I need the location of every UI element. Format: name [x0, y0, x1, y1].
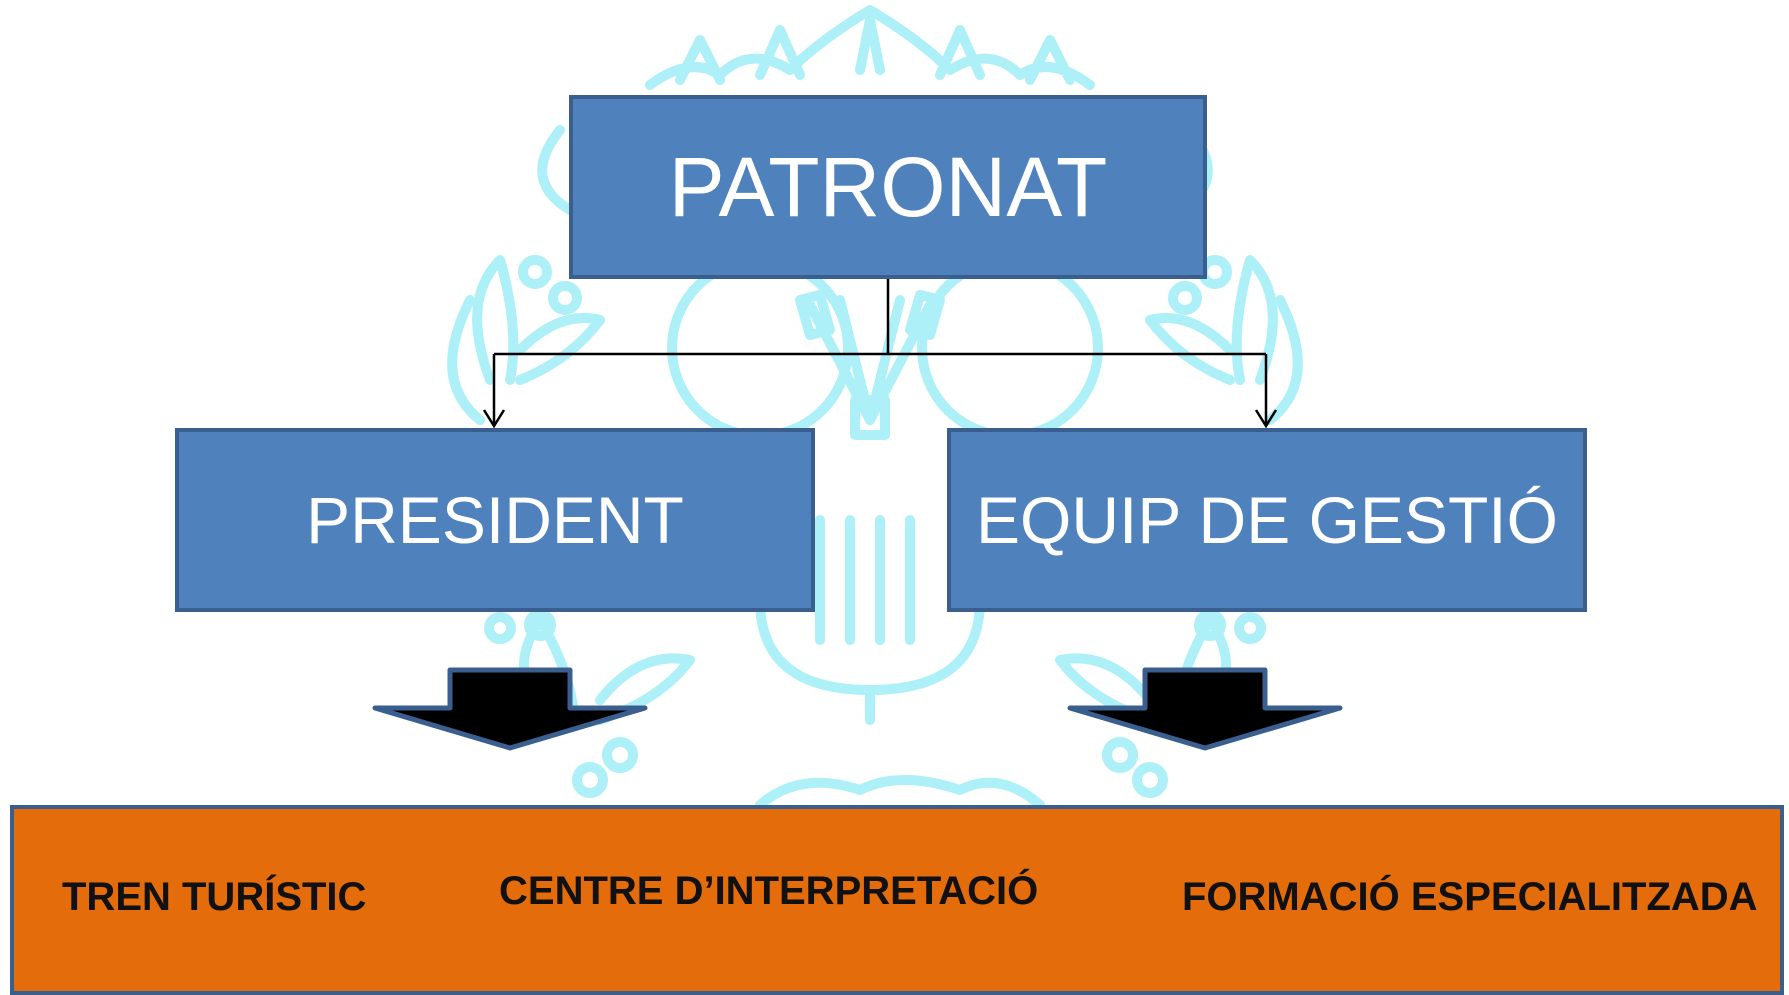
equip-de-gestio-label: EQUIP DE GESTIÓ [976, 483, 1558, 557]
arrowhead-equip [1254, 409, 1278, 429]
president-box: PRESIDENT [175, 428, 815, 612]
patronat-label: PATRONAT [668, 139, 1108, 234]
services-bar: TREN TURÍSTIC CENTRE D’INTERPRETACIÓ FOR… [10, 805, 1784, 995]
block-arrow-down-icon [1067, 667, 1343, 751]
president-label: PRESIDENT [306, 483, 684, 557]
service-tren-turistic: TREN TURÍSTIC [62, 875, 367, 919]
service-formacio-especialitzada: FORMACIÓ ESPECIALITZADA [1182, 875, 1758, 919]
arrowhead-president [482, 409, 506, 429]
block-arrow-down-icon [372, 667, 648, 751]
equip-de-gestio-box: EQUIP DE GESTIÓ [947, 428, 1587, 612]
service-centre-interpretacio: CENTRE D’INTERPRETACIÓ [499, 869, 1039, 913]
patronat-box: PATRONAT [569, 95, 1207, 279]
